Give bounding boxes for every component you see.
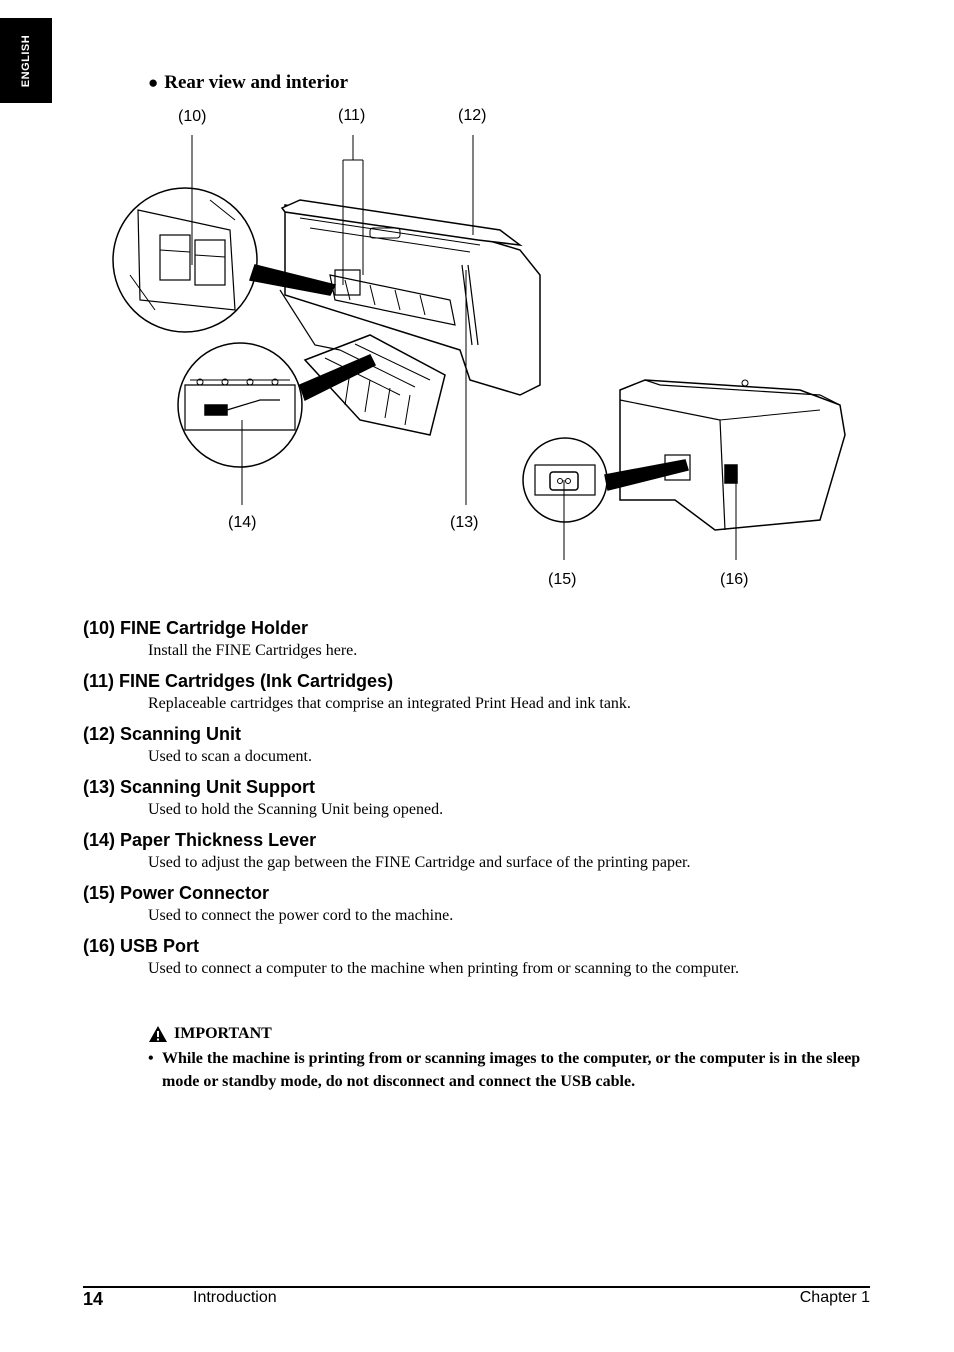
language-tab: ENGLISH	[0, 18, 52, 103]
important-label: IMPORTANT	[174, 1025, 272, 1042]
entry-title: (13) Scanning Unit Support	[83, 777, 315, 797]
entry-description: Used to scan a document.	[148, 748, 312, 765]
list-item: (10) FINE Cartridge Holder Install the F…	[83, 616, 883, 662]
list-item: (12) Scanning Unit Used to scan a docume…	[83, 722, 883, 768]
callout-14: (14)	[228, 514, 257, 531]
callout-11: (11)	[338, 107, 366, 124]
section-title: ● Rear view and interior	[148, 72, 348, 94]
footer-chapter: Chapter 1	[799, 1289, 870, 1306]
bullet-icon: •	[148, 1050, 154, 1067]
printer-illustration: (10) (11) (12) (13) (14) (15) (16)	[100, 100, 860, 600]
important-text: While the machine is printing from or sc…	[162, 1050, 861, 1090]
language-tab-label: ENGLISH	[20, 34, 32, 87]
bullet-icon: ●	[148, 73, 159, 92]
important-list: • While the machine is printing from or …	[148, 1047, 878, 1093]
printer-line-drawing	[112, 135, 846, 560]
list-item: (14) Paper Thickness Lever Used to adjus…	[83, 828, 883, 874]
entry-description: Used to adjust the gap between the FINE …	[148, 854, 691, 871]
list-item: (11) FINE Cartridges (Ink Cartridges) Re…	[83, 669, 883, 715]
list-item: • While the machine is printing from or …	[148, 1047, 878, 1093]
entry-title: (15) Power Connector	[83, 883, 270, 903]
warning-icon	[149, 1026, 167, 1042]
footer-section-name: Introduction	[193, 1289, 277, 1306]
section-title-text: Rear view and interior	[164, 72, 349, 93]
callout-10: (10)	[178, 108, 207, 125]
entry-description: Used to hold the Scanning Unit being ope…	[148, 801, 444, 818]
callout-13: (13)	[450, 514, 479, 531]
entry-title: (10) FINE Cartridge Holder	[83, 618, 309, 638]
page-number: 14	[83, 1289, 104, 1309]
entry-title: (12) Scanning Unit	[83, 724, 242, 744]
entry-description: Used to connect the power cord to the ma…	[148, 907, 454, 924]
list-item: (16) USB Port Used to connect a computer…	[83, 934, 883, 980]
entry-title: (14) Paper Thickness Lever	[83, 830, 317, 850]
callout-12: (12)	[458, 107, 487, 124]
important-notice: IMPORTANT • While the machine is printin…	[148, 1025, 878, 1093]
list-item: (15) Power Connector Used to connect the…	[83, 881, 883, 927]
entry-description: Replaceable cartridges that comprise an …	[148, 695, 631, 712]
list-item: (13) Scanning Unit Support Used to hold …	[83, 775, 883, 821]
footer-divider	[83, 1286, 870, 1288]
entry-description: Install the FINE Cartridges here.	[148, 642, 358, 659]
important-heading: IMPORTANT	[148, 1025, 878, 1043]
callout-15: (15)	[548, 571, 577, 588]
parts-list: (10) FINE Cartridge Holder Install the F…	[83, 616, 883, 987]
entry-title: (16) USB Port	[83, 936, 200, 956]
entry-description: Used to connect a computer to the machin…	[148, 960, 739, 977]
entry-title: (11) FINE Cartridges (Ink Cartridges)	[83, 671, 394, 691]
callout-16: (16)	[720, 571, 749, 588]
